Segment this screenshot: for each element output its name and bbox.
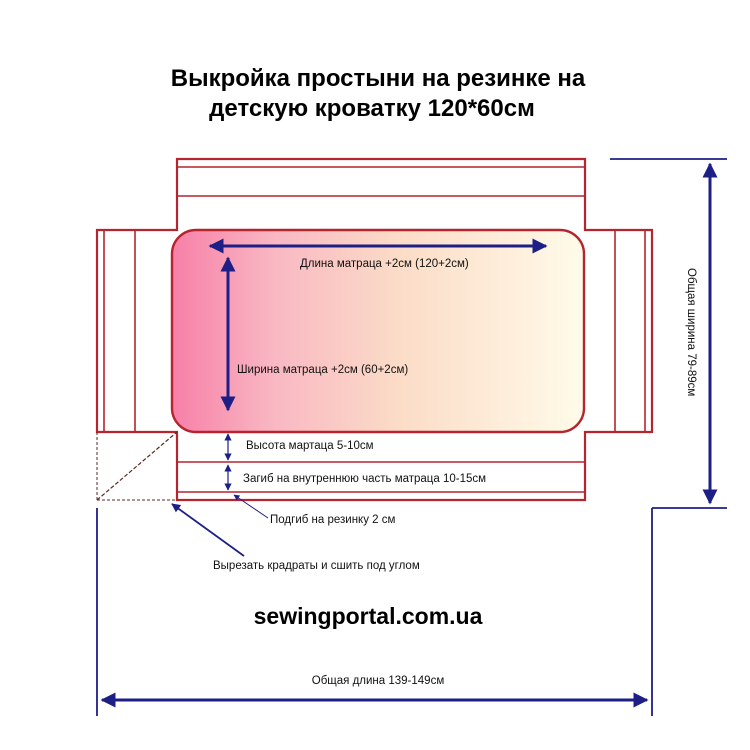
fold-inside-label: Загиб на внутреннюю часть матраца 10-15с… <box>243 473 486 485</box>
mattress-width-label: Ширина матраца +2см (60+2см) <box>237 364 408 376</box>
elastic-hem-pointer <box>233 494 269 519</box>
diagram-title-line-2: детскую кроватку 120*60см <box>209 95 535 122</box>
cut-squares-label: Вырезать крадраты и сшить под углом <box>213 560 420 572</box>
diagram-title-line-1: Выкройка простыни на резинке на <box>171 65 586 92</box>
total-length-label: Общая длина 139-149см <box>312 675 445 687</box>
sheet-outline <box>95 157 654 502</box>
mattress-length-label: Длина матраца +2см (120+2см) <box>300 258 469 270</box>
mattress-area <box>170 228 586 434</box>
cut-squares-pointer <box>171 503 245 557</box>
total-width-label: Общая ширина 79-89см <box>685 268 697 396</box>
website-label: sewingportal.com.ua <box>254 603 483 629</box>
mattress-height-label: Высота мартаца 5-10см <box>246 440 374 452</box>
elastic-hem-label: Подгиб на резинку 2 см <box>270 514 395 526</box>
cut-corner-square <box>96 431 178 501</box>
